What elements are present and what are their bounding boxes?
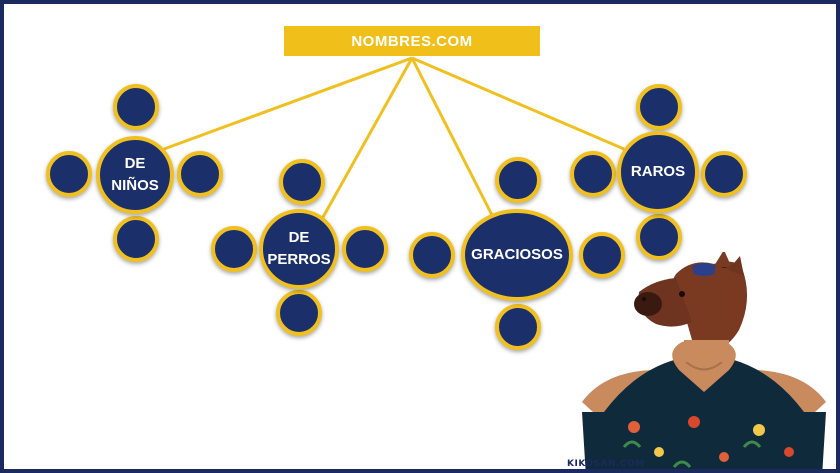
satellite-graciosos-top [495,157,541,203]
connector-graciosos [410,57,496,220]
branch-node-ninos: DE NIÑOS [96,136,174,214]
satellite-graciosos-left [409,232,455,278]
connector-perros [320,57,414,220]
satellite-raros-top [636,84,682,130]
branch-node-raros: RAROS [617,131,699,213]
satellite-ninos-left [46,151,92,197]
connector-ninos [163,56,413,151]
branch-node-perros: DE PERROS [259,209,339,289]
watermark-text: KIKOSAN.COM [567,459,645,469]
horse-mask-person-icon [582,252,826,469]
satellite-ninos-bottom [113,216,159,262]
satellite-graciosos-bottom [495,304,541,350]
satellite-raros-bottom [636,214,682,260]
satellite-graciosos-right [579,232,625,278]
satellite-raros-right [701,151,747,197]
branch-node-graciosos: GRACIOSOS [461,209,573,301]
connector-raros [411,56,625,151]
satellite-perros-top [279,159,325,205]
satellite-perros-left [211,226,257,272]
satellite-ninos-right [177,151,223,197]
satellite-perros-bottom [276,290,322,336]
connector-lines [163,56,625,220]
satellite-ninos-top [113,84,159,130]
root-node: NOMBRES.COM [284,26,540,56]
satellite-perros-right [342,226,388,272]
satellite-raros-left [570,151,616,197]
